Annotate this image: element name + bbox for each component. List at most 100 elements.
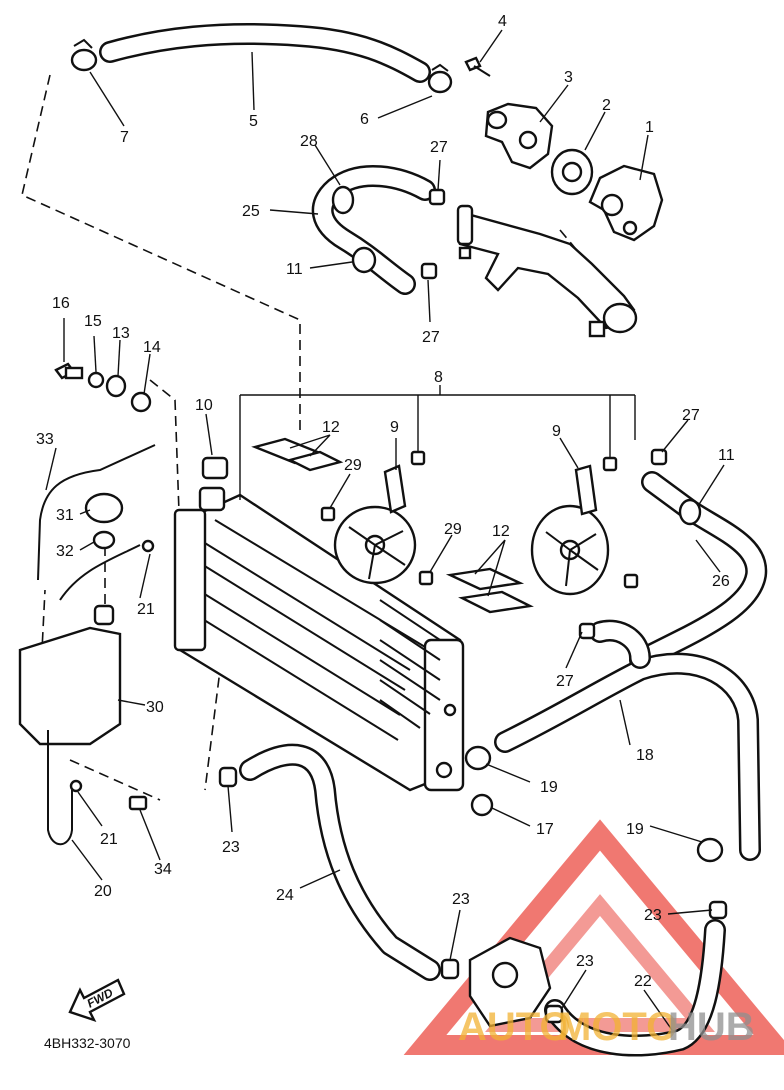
hose-26	[629, 471, 768, 671]
callout-6: 6	[360, 111, 369, 128]
callout-32: 32	[56, 543, 74, 560]
watermark-text-auto: AUTO	[458, 1005, 571, 1049]
lower-hose-18	[494, 619, 761, 861]
callout-27-lower: 27	[556, 673, 574, 690]
callout-19-lower: 19	[626, 821, 644, 838]
callout-23-right: 23	[644, 907, 662, 924]
callout-numbers: 1 2 3 4 5 6 7 8 9 9 10 11 11 12 12 13 14…	[36, 13, 735, 990]
callout-12-upper: 12	[322, 419, 340, 436]
clamp-27-right	[650, 448, 668, 466]
callout-11-right: 11	[718, 447, 735, 464]
callout-20: 20	[94, 883, 112, 900]
callout-4: 4	[498, 13, 507, 30]
callout-25: 25	[242, 203, 260, 220]
callout-18: 18	[636, 747, 654, 764]
callout-22: 22	[634, 973, 652, 990]
watermark-text-hub: HUB	[668, 1005, 755, 1049]
clamp-19-lower	[696, 837, 724, 863]
clamp-11-right	[678, 498, 702, 526]
callout-5: 5	[249, 113, 258, 130]
callout-9-right: 9	[552, 423, 561, 440]
hose-clamp-6	[427, 63, 453, 94]
fan-bolts	[320, 450, 639, 589]
pump-body	[468, 936, 552, 1028]
callout-21-lower: 21	[100, 831, 118, 848]
bolt-17	[470, 793, 494, 817]
hose-clamp-28	[331, 185, 355, 215]
callout-30: 30	[146, 699, 164, 716]
callout-34: 34	[154, 861, 172, 878]
pad-12-lower	[445, 567, 534, 614]
cooling-fan-right	[530, 464, 610, 596]
clamp-27-lower-right	[578, 622, 596, 640]
thermostat-cover-3	[484, 102, 554, 170]
callout-15: 15	[84, 313, 102, 330]
callout-17: 17	[536, 821, 554, 838]
callout-26: 26	[712, 573, 730, 590]
callout-16: 16	[52, 295, 70, 312]
watermark-text: AUTO MOTO HUB	[458, 1005, 755, 1049]
pad-12-upper	[251, 437, 344, 472]
callout-27-right: 27	[682, 407, 700, 424]
clamp-23-left	[218, 766, 238, 788]
callout-33: 33	[36, 431, 54, 448]
callout-14: 14	[143, 339, 161, 356]
grommet-32	[92, 530, 116, 550]
hose-clamp-27-lower	[420, 262, 438, 280]
clamp-23-right	[708, 900, 728, 920]
callout-21-upper: 21	[137, 601, 155, 618]
callout-3: 3	[564, 69, 573, 86]
thermostat-housing-1	[588, 164, 664, 242]
front-direction-arrow: FWD	[68, 978, 126, 1023]
callout-12-lower: 12	[492, 523, 510, 540]
grommet-14	[130, 391, 152, 413]
collar-13	[105, 374, 127, 398]
hose-clamp-27-upper	[428, 188, 446, 206]
callout-28: 28	[300, 133, 318, 150]
callout-23-lower: 23	[452, 891, 470, 908]
callout-29-left: 29	[344, 457, 362, 474]
callout-7: 7	[120, 129, 129, 146]
callout-24: 24	[276, 887, 294, 904]
callout-10: 10	[195, 397, 213, 414]
callout-27-mid: 27	[422, 329, 440, 346]
overflow-hose-33	[37, 444, 156, 581]
water-pipe	[456, 204, 638, 338]
damper-10	[201, 456, 229, 480]
bolt-16	[54, 362, 84, 380]
breather-hose-20	[47, 544, 141, 846]
callout-29-right: 29	[444, 521, 462, 538]
washer-15	[87, 371, 105, 389]
reservoir-cap-31	[84, 492, 124, 524]
radiator-assembly	[173, 486, 465, 792]
radiator-core-hatch	[379, 599, 441, 729]
clamp-23-bottom	[544, 1004, 564, 1024]
callout-11-upper: 11	[286, 261, 303, 278]
hose-clamp-11-upper	[351, 246, 377, 274]
leader-lines	[45, 29, 725, 1031]
hose-24	[239, 743, 441, 981]
callout-23-left: 23	[222, 839, 240, 856]
callout-31: 31	[56, 507, 74, 524]
callout-13: 13	[112, 325, 130, 342]
bolt-4	[464, 56, 491, 77]
hose-clamp-7	[70, 38, 98, 72]
callout-9-left: 9	[390, 419, 399, 436]
bolt-34	[128, 795, 148, 811]
watermark-text-moto: MOTO	[558, 1005, 677, 1049]
reservoir-tank-30	[18, 604, 122, 746]
callout-27-top: 27	[430, 139, 448, 156]
cooling-fan-left	[333, 464, 417, 585]
callout-1: 1	[645, 119, 654, 136]
diagram-code: 4BH332-3070	[44, 1035, 131, 1051]
upper-radiator-hose	[99, 22, 431, 83]
hose-22	[544, 919, 726, 1057]
clamp-21	[69, 539, 155, 793]
clamp-23-lower	[440, 958, 460, 980]
clamp-19-upper	[464, 745, 492, 771]
callout-2: 2	[602, 97, 611, 114]
thermostat-2	[550, 148, 594, 196]
callout-8: 8	[434, 369, 443, 386]
callout-23-bottom: 23	[576, 953, 594, 970]
